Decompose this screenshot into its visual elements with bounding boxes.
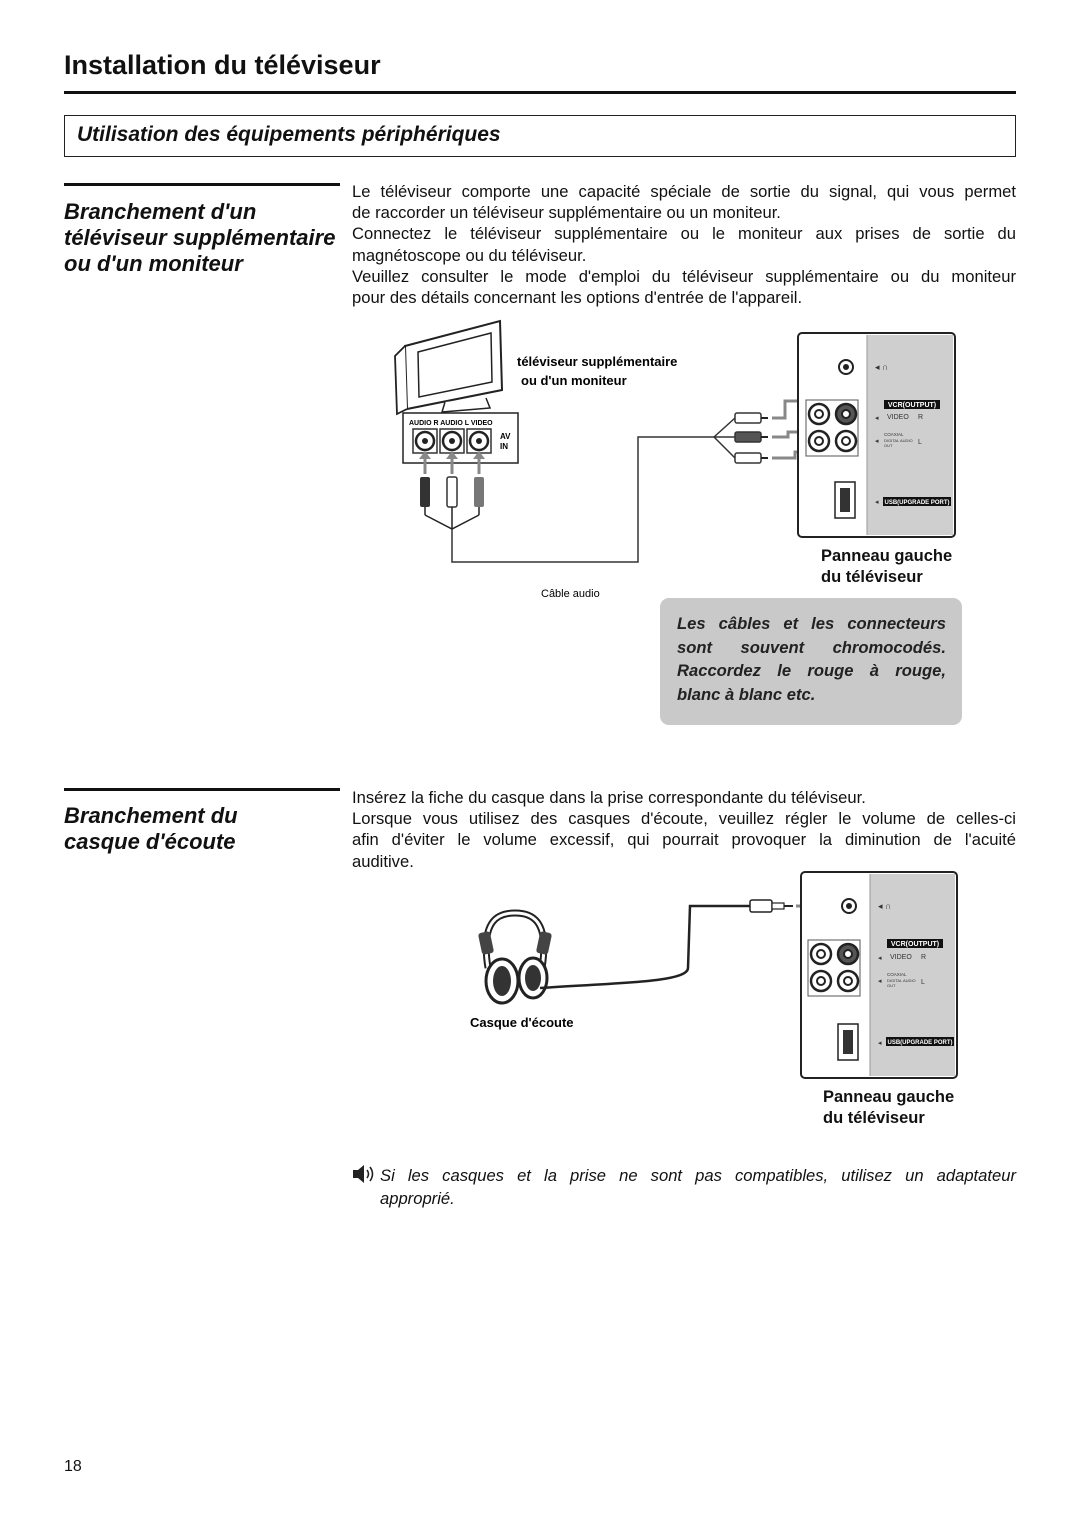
video-label: VIDEO — [890, 954, 912, 961]
rca-plugs-right — [734, 412, 768, 464]
r-label: R — [918, 414, 923, 421]
svg-text:◂: ◂ — [875, 499, 879, 506]
monitor-label-line1: téléviseur supplémentaire — [517, 354, 677, 369]
paragraph-line: Lorsque vous utilisez des casques d'écou… — [352, 809, 1016, 829]
panel-caption-line: du téléviseur — [823, 1109, 925, 1127]
heading-line: Branchement d'un — [64, 199, 257, 224]
headphones-icon — [478, 909, 552, 1005]
headphone-cable — [539, 904, 750, 990]
paragraph-line: de raccorder un téléviseur supplémentair… — [352, 203, 781, 223]
headphone-port-icon: ◂ ∩ — [878, 901, 892, 911]
cable-split — [713, 417, 736, 459]
title-divider — [64, 91, 1016, 94]
paragraph-line: Connectez le téléviseur supplémentaire o… — [352, 224, 1016, 244]
tip-text: Les câbles et les connecteurs sont souve… — [677, 612, 946, 706]
digital-audio-label: DIGITAL AUDIO — [887, 978, 916, 983]
tip-line: blanc à blanc etc. — [677, 684, 816, 704]
note-line: approprié. — [380, 1189, 455, 1208]
panel-caption-line: du téléviseur — [821, 568, 923, 586]
monitor-icon — [394, 319, 504, 416]
tv-side-panel: ◂ ∩ VCR(OUTPUT) ◂ VIDEO R ◂ COAXIAL DIGI… — [797, 332, 956, 538]
av-in-label-line2: IN — [500, 442, 508, 451]
heading-line: ou d'un moniteur — [64, 251, 243, 276]
av-in-panel: AUDIO R AUDIO L VIDEO AV IN — [402, 412, 519, 464]
paragraph-line: afin d'éviter le volume excessif, qui po… — [352, 830, 1016, 850]
headphone-plug — [749, 899, 793, 913]
audio-cable — [451, 436, 714, 563]
panel-caption-line: Panneau gauche — [823, 1088, 955, 1106]
paragraph-line: auditive. — [352, 851, 414, 871]
plug-arrows — [419, 451, 485, 474]
page-number: 18 — [64, 1458, 82, 1475]
paragraph-line: Veuillez consulter le mode d'emploi du t… — [352, 266, 1016, 286]
page-title: Installation du téléviseur — [64, 50, 381, 80]
video-label: VIDEO — [887, 414, 909, 421]
usb-port-label: USB(UPGRADE PORT) — [884, 500, 949, 506]
paragraph-line: magnétoscope ou du téléviseur. — [352, 245, 587, 265]
note-line: Si les casques et la prise ne sont pas c… — [380, 1166, 1016, 1185]
headphone-label: Casque d'écoute — [470, 1015, 574, 1030]
tip-line: sont souvent chromocodés. — [677, 637, 946, 657]
headphone-section-heading: Branchement du casque d'écoute — [64, 803, 344, 855]
paragraph-line: Le téléviseur comporte une capacité spéc… — [352, 182, 1016, 201]
av-in-label-line1: AV — [500, 432, 511, 441]
paragraph-line: Insérez la fiche du casque dans la prise… — [352, 788, 866, 807]
panel-caption-line: Panneau gauche — [821, 547, 953, 565]
coaxial-label: COAXIAL — [884, 432, 904, 437]
svg-text:◂: ◂ — [878, 1040, 882, 1047]
headphone-connection-diagram: Casque d'écoute ◂ ∩ VCR(OUTPUT) ◂ VIDEO … — [470, 871, 958, 1079]
heading-line: casque d'écoute — [64, 829, 236, 854]
coaxial-label: COAXIAL — [887, 972, 907, 977]
out-label: OUT — [887, 983, 896, 988]
input-labels: AUDIO R AUDIO L VIDEO — [409, 420, 493, 427]
vcr-output-label: VCR(OUTPUT) — [891, 941, 939, 948]
monitor-connection-diagram: téléviseur supplémentaire ou d'un monite… — [394, 319, 956, 600]
tv-side-panel: ◂ ∩ VCR(OUTPUT) ◂ VIDEO R ◂ COAXIAL DIGI… — [800, 871, 958, 1079]
tip-line: Raccordez le rouge à rouge, — [677, 661, 946, 680]
compatibility-note: Si les casques et la prise ne sont pas c… — [380, 1164, 1016, 1210]
heading-line: Branchement du — [64, 803, 238, 828]
paragraph-line: pour des détails concernant les options … — [352, 288, 803, 308]
l-label: L — [921, 979, 925, 986]
tip-box — [660, 598, 962, 725]
vcr-output-label: VCR(OUTPUT) — [888, 402, 936, 409]
svg-text:◂: ◂ — [875, 415, 879, 422]
headphone-section-rule — [64, 788, 340, 791]
headphone-port-icon: ◂ ∩ — [875, 362, 889, 372]
monitor-section-paragraph: Le téléviseur comporte une capacité spéc… — [352, 181, 1016, 308]
tip-line: Les câbles et les connecteurs — [677, 614, 946, 633]
svg-text:◂: ◂ — [875, 438, 879, 445]
svg-text:◂: ◂ — [878, 978, 882, 985]
l-label: L — [918, 439, 922, 446]
section-title-box: Utilisation des équipements périphérique… — [64, 115, 1016, 157]
panel-caption: Panneau gauche du téléviseur — [821, 546, 952, 588]
monitor-label-line2: ou d'un moniteur — [521, 373, 627, 388]
digital-audio-label: DIGITAL AUDIO — [884, 438, 913, 443]
panel-caption: Panneau gauche du téléviseur — [823, 1087, 954, 1129]
rca-plugs-left — [420, 476, 484, 530]
section-title: Utilisation des équipements périphérique… — [77, 123, 501, 146]
usb-port-label: USB(UPGRADE PORT) — [887, 1040, 952, 1046]
monitor-section-heading: Branchement d'un téléviseur supplémentai… — [64, 199, 344, 277]
heading-line: téléviseur supplémentaire — [64, 225, 336, 250]
speaker-icon — [353, 1165, 374, 1183]
cable-label: Câble audio — [541, 588, 600, 600]
r-label: R — [921, 954, 926, 961]
out-label: OUT — [884, 443, 893, 448]
headphone-section-paragraph: Insérez la fiche du casque dans la prise… — [352, 787, 1016, 872]
svg-text:◂: ◂ — [878, 955, 882, 962]
monitor-section-rule — [64, 183, 340, 186]
